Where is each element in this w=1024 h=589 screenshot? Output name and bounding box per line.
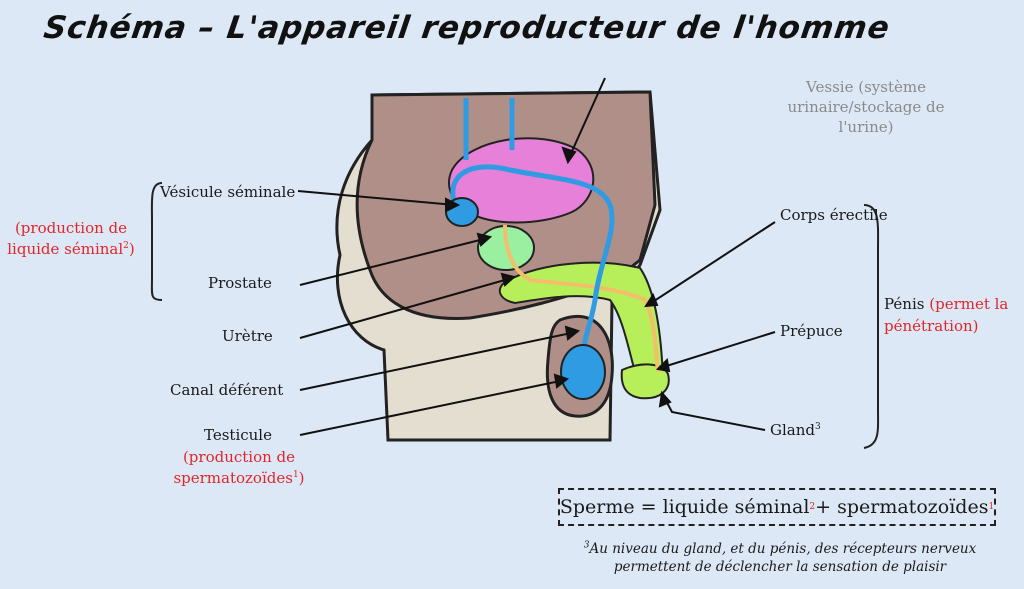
arrowhead-vesicule <box>445 197 461 213</box>
leader-gland <box>662 394 766 431</box>
label-prepuce: Prépuce <box>780 322 843 340</box>
testicle-organ <box>560 344 606 400</box>
arrowhead-prostate <box>476 232 493 247</box>
label-vesicule-note: (production de liquide séminal2) <box>7 219 135 258</box>
leader-prepuce <box>659 331 776 369</box>
leader-vessie <box>567 77 606 161</box>
label-vessie: Vessie (système urinaire/stockage de l'u… <box>787 78 945 136</box>
right-bracket <box>863 204 880 449</box>
label-testicule: Testicule <box>204 426 272 444</box>
arrowhead-vessie <box>561 146 577 165</box>
label-gland: Gland3 <box>770 421 821 439</box>
left-bracket <box>150 182 163 301</box>
leader-prostate <box>299 237 489 286</box>
leader-vesicule <box>297 190 456 206</box>
vas-deferens <box>450 164 615 361</box>
label-penis: Pénis <box>884 295 925 313</box>
arrowhead-corps <box>644 292 659 308</box>
label-uretre: Urètre <box>222 327 273 345</box>
footnote-text: Au niveau du gland, et du pénis, des réc… <box>589 541 977 575</box>
arrowhead-uretre <box>500 272 517 287</box>
arrowhead-testicule <box>553 373 570 389</box>
label-vesicule: Vésicule séminale <box>160 183 296 201</box>
leader-testicule <box>299 379 566 436</box>
arrowhead-prepuce <box>655 357 671 373</box>
label-corps: Corps érectile <box>780 206 888 224</box>
formula-middle: + spermatozoïdes <box>815 496 989 518</box>
label-penis-note: (permet la pénétration) <box>884 295 1009 335</box>
label-canal: Canal déférent <box>170 381 284 399</box>
footnote: 3Au niveau du gland, et du pénis, des ré… <box>560 540 1000 576</box>
label-prostate: Prostate <box>208 274 272 292</box>
leader-corps <box>647 221 776 306</box>
urethra-tube <box>503 224 660 373</box>
formula-left: Sperme = liquide séminal <box>559 496 810 518</box>
label-testicule-note: (production de spermatozoïdes1) <box>173 448 305 487</box>
leader-canal <box>299 331 577 391</box>
leader-uretre <box>299 277 513 339</box>
footnote-sup: 3 <box>583 540 590 551</box>
arrowhead-canal <box>564 325 581 341</box>
arrowhead-gland <box>658 390 672 408</box>
label-penis-group: Pénis (permet la pénétration) <box>884 293 1024 337</box>
